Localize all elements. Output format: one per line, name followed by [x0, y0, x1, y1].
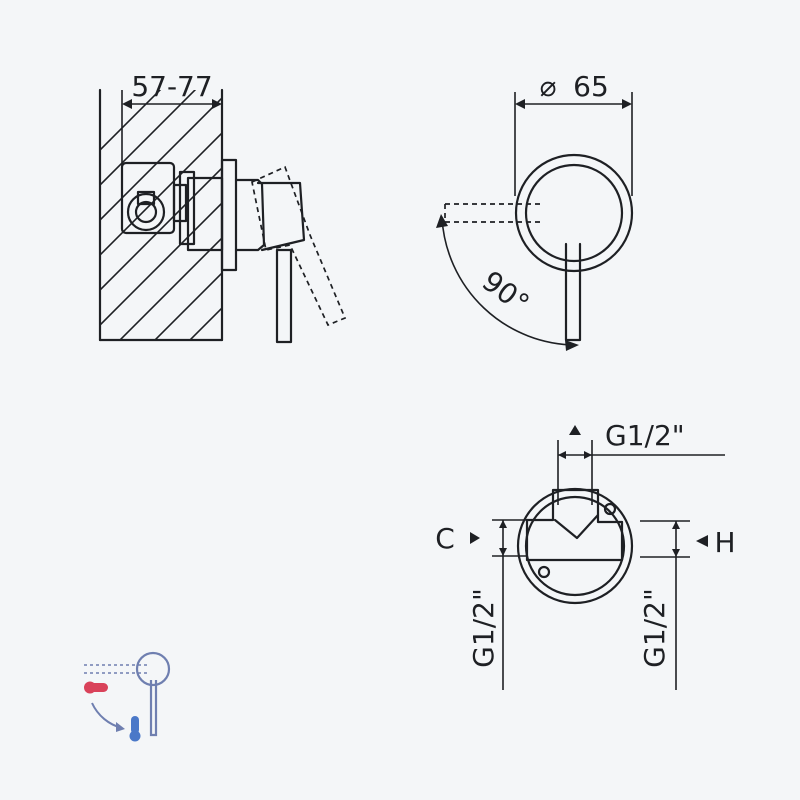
connection-view: G1/2" C G1/2" H G1/2" [435, 419, 736, 690]
h-marker-arrow [696, 535, 708, 547]
inlet-port-inner [134, 200, 158, 224]
depth-label: 57-77 [131, 70, 212, 103]
body-upper-block [525, 488, 624, 524]
rotation-arc [441, 217, 577, 346]
diameter-label: 65 [573, 70, 609, 103]
hot-bulb-icon [84, 681, 96, 694]
top-marker-arrow [569, 425, 581, 435]
right-thread-label: G1/2" [638, 588, 671, 668]
top-dim-arrow-left [558, 451, 566, 459]
h-marker-label: H [714, 526, 735, 559]
body-lower-block [525, 518, 624, 562]
lever-knob-icon [135, 651, 171, 687]
c-marker-label: C [435, 522, 455, 555]
body-wedge [553, 513, 600, 540]
lever-horizontal-position [444, 203, 540, 223]
diameter-symbol: ⌀ [540, 70, 557, 103]
handle-lever [275, 248, 293, 344]
inlet-port-clip [136, 190, 156, 206]
rotation-arrow-icon [116, 722, 125, 732]
rotation-arrow-start [436, 214, 448, 228]
front-view: ⌀ 65 90° [436, 70, 634, 351]
handle-hub [234, 178, 266, 252]
left-dim-arrow-top [499, 520, 507, 528]
rotation-label: 90° [476, 264, 536, 320]
lever-rotated-position [251, 165, 347, 327]
cover-plate-front [514, 153, 634, 273]
handle-knob [524, 163, 624, 263]
diameter-arrow-right [622, 99, 632, 109]
inlet-port-outer [126, 192, 166, 232]
connection-body [524, 495, 626, 597]
depth-arrow-left [122, 99, 132, 109]
hot-cold-lever-icon [84, 651, 171, 742]
left-thread-label: G1/2" [467, 588, 500, 668]
rotation-arrow-end [565, 340, 579, 351]
cover-plate [220, 158, 238, 272]
left-dim-arrow-bottom [499, 548, 507, 556]
depth-arrow-right [212, 99, 222, 109]
screw-top [603, 502, 617, 516]
screw-bottom [537, 565, 551, 579]
c-marker-arrow [470, 532, 480, 544]
top-thread-label: G1/2" [605, 419, 685, 452]
diameter-arrow-left [515, 99, 525, 109]
top-dim-arrow-right [584, 451, 592, 459]
right-dim-arrow-bottom [672, 549, 680, 557]
cold-bulb-icon [129, 730, 141, 742]
lever-front [564, 242, 582, 342]
lever-stem-icon [149, 680, 158, 737]
side-view: 57-77 [98, 70, 347, 344]
cold-thermometer-icon [131, 716, 139, 734]
right-dim-arrow-top [672, 521, 680, 529]
